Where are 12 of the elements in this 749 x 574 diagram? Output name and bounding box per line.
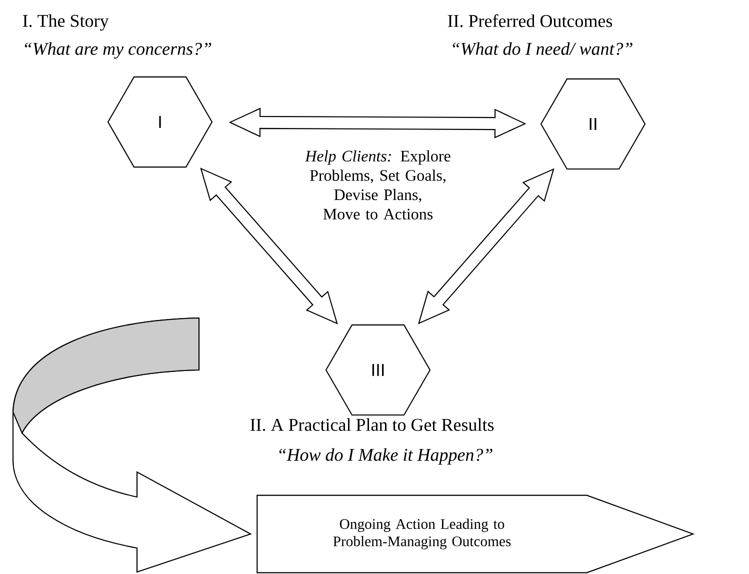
pentagon-arrow-box: Ongoing Action Leading to Problem-Managing Outcomes (256, 494, 695, 574)
heading: I. The Story (22, 14, 109, 31)
hexagon: III (325, 324, 431, 416)
curved-block-arrow (12, 317, 252, 573)
hexagon: II (540, 78, 646, 170)
heading: II. A Practical Plan to Get Results (250, 418, 494, 431)
heading: II. Preferred Outcomes (448, 14, 612, 28)
question-text: “What are my concerns?” (24, 42, 212, 59)
hexagon: I (107, 76, 213, 168)
question-text: “What do I need/ want?” (452, 42, 632, 56)
question-text: “How do I Make it Happen?” (279, 448, 492, 465)
label-text: Help Clients: Explore Problems, Set Goals, Devise Plans, Move to Actions (304, 150, 450, 220)
